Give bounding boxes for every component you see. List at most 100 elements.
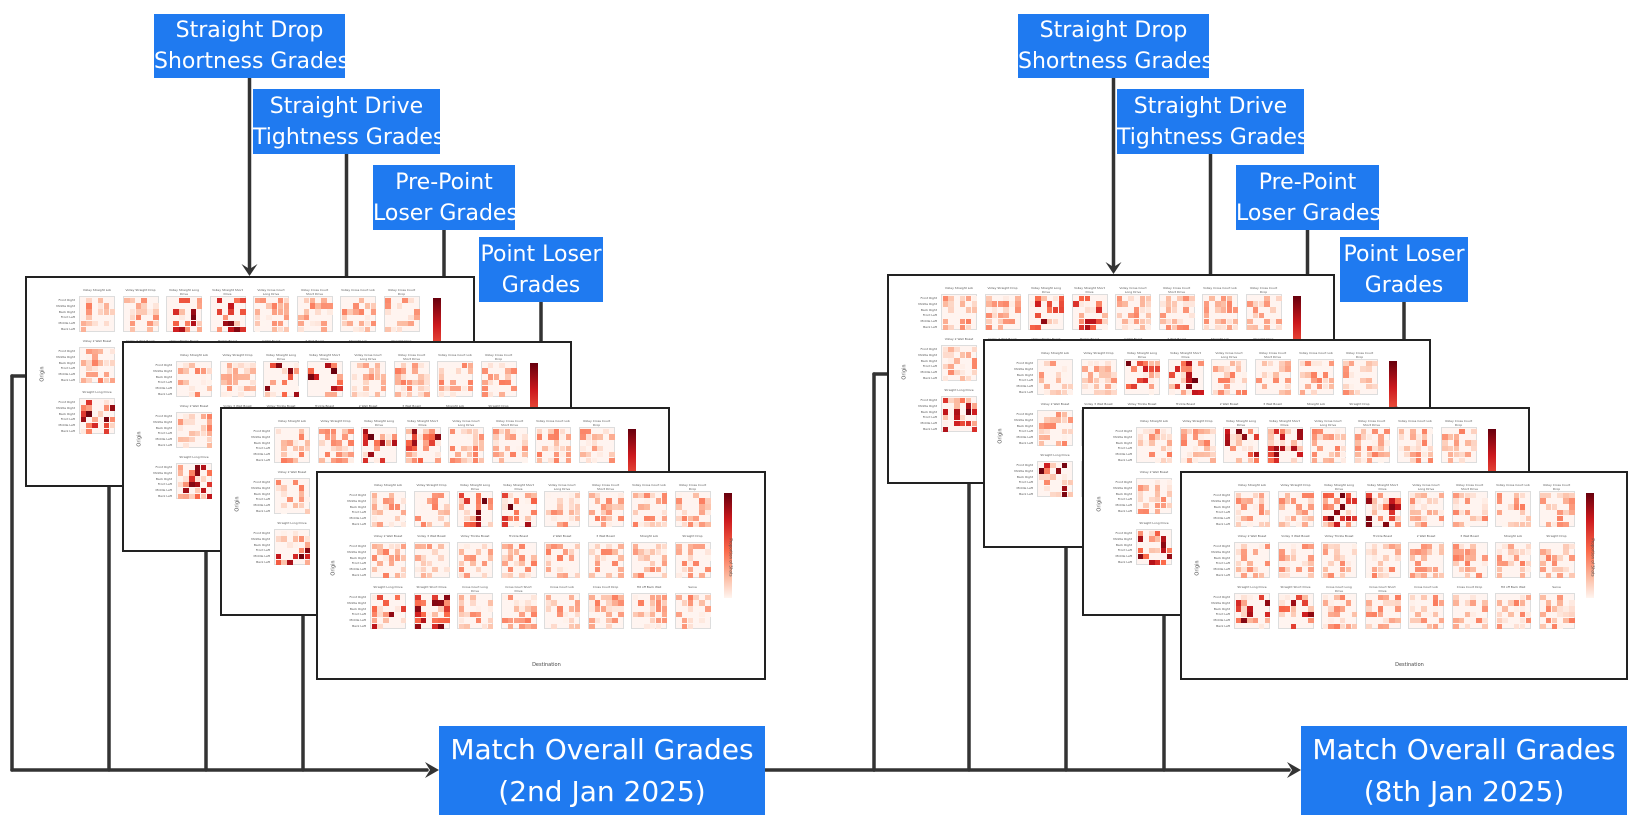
heatmap-cell: [1061, 434, 1068, 441]
heatmap-cell: [705, 521, 711, 528]
heatmap-cell: [331, 362, 337, 369]
heatmap-cell: [466, 434, 473, 440]
heatmap-cell: [1415, 440, 1422, 446]
heatmap-cell: [1145, 307, 1152, 313]
heatmap-cell: [551, 600, 557, 606]
heatmap-cell: [475, 509, 482, 516]
heatmap-cell: [153, 314, 159, 321]
heatmap-cell: [565, 434, 572, 440]
heatmap-cell: [383, 549, 389, 555]
heatmap-panel: Straight Drop: [1538, 534, 1575, 579]
heatmap-cell: [1067, 491, 1074, 498]
heatmap-cell: [612, 504, 618, 510]
heatmap-cell: [394, 555, 401, 561]
heatmap-cell: [200, 368, 207, 374]
heatmap-cell: [1273, 372, 1279, 378]
heatmap-cell: [655, 606, 662, 612]
heatmap-cell: [374, 440, 380, 446]
heatmap-cell: [1149, 440, 1155, 446]
heatmap-cell: [200, 430, 207, 437]
heatmap-cell: [505, 368, 511, 374]
heatmap-cell: [1355, 440, 1361, 446]
panel-title: Volley Cross Court Short Drive: [1162, 286, 1191, 294]
heatmap-cell: [1345, 521, 1352, 528]
match-overall-grades-box[interactable]: Match Overall Grades(8th Jan 2025): [1301, 726, 1627, 815]
match-overall-grades-box[interactable]: Match Overall Grades(2nd Jan 2025): [439, 726, 765, 815]
heatmap-cell: [606, 515, 612, 522]
heatmap-cell: [1395, 555, 1401, 561]
heatmap-cell: [482, 385, 488, 392]
heatmap-cell: [687, 521, 694, 528]
heatmap-cell: [1508, 555, 1514, 561]
heatmap-cell: [270, 379, 276, 386]
heatmap-cell: [1116, 295, 1123, 302]
panel-title: Volley 3 Wall Boast: [223, 404, 252, 408]
heatmap-cell: [1305, 372, 1311, 378]
heatmap-cell: [481, 623, 488, 630]
heatmap-cell: [478, 445, 485, 452]
heatmap-cell: [432, 623, 438, 630]
heatmap-cell: [467, 362, 474, 369]
heatmap-cell: [342, 451, 348, 458]
panel-title: Volley Cross Court Long Drive: [548, 483, 576, 491]
heatmap-cell: [638, 549, 644, 555]
panel-title: Volley Cross Court Long Drive: [452, 419, 480, 427]
heatmap-panel: Volley 2 Wall Boast: [941, 337, 978, 382]
heatmap-cell: [395, 379, 401, 386]
heatmap-cell: [513, 617, 520, 624]
heatmap-cell: [638, 521, 644, 528]
heatmap-cell: [1334, 549, 1340, 555]
heatmap-cell: [1215, 307, 1221, 313]
panel-title: Volley Cross Court Drop: [1249, 286, 1278, 294]
heatmap-cell: [513, 549, 520, 555]
heatmap-cell: [1149, 530, 1155, 537]
heatmap-cell: [129, 297, 136, 304]
heatmap-cell: [1241, 515, 1247, 522]
heatmap-panel: Volley Straight Lob: [274, 419, 311, 464]
callout-text: Shortness Grades: [1018, 49, 1213, 74]
origin-axis-label: Origin: [997, 428, 1004, 444]
heatmap-cell: [1366, 600, 1372, 606]
heatmap-cell: [1035, 312, 1041, 319]
panel-title: Volley Cross Court Short Drive: [495, 419, 524, 427]
heatmap-cell: [1372, 445, 1378, 452]
heatmap-cell: [275, 485, 282, 491]
heatmap-cell: [493, 374, 500, 380]
heatmap-cell: [1258, 521, 1265, 528]
heatmap-cell: [432, 566, 438, 573]
heatmap-cell: [1322, 498, 1329, 504]
heatmap-cell: [221, 391, 227, 398]
heatmap-cell: [507, 543, 514, 550]
heatmap-cell: [1540, 498, 1546, 504]
callout-text: Straight Drop: [175, 18, 324, 43]
heatmap-panel: Volley Straight Short Drive: [1266, 419, 1303, 464]
heatmap-cell: [519, 623, 525, 630]
heatmap-cell: [1235, 509, 1242, 516]
heatmap-cell: [292, 530, 299, 537]
heatmap-cell: [1235, 498, 1242, 504]
heatmap-cell: [380, 374, 387, 380]
heatmap-cell: [1160, 301, 1166, 307]
heatmap-cell: [1343, 389, 1349, 396]
heatmap-cell: [423, 434, 429, 440]
heatmap-cell: [1137, 553, 1144, 560]
heatmap-cell: [1551, 606, 1558, 612]
heatmap-cell: [86, 371, 92, 378]
heatmap-cell: [293, 362, 300, 369]
heatmap-cell: [1519, 566, 1526, 573]
heatmap-cell: [250, 379, 256, 386]
heatmap-panel: Volley 2 Wall Boast: [1037, 402, 1074, 447]
heatmap-cell: [1415, 521, 1421, 528]
heatmap-cell: [942, 363, 949, 370]
heatmap-cell: [1421, 440, 1428, 446]
heatmap-cell: [1447, 457, 1454, 464]
